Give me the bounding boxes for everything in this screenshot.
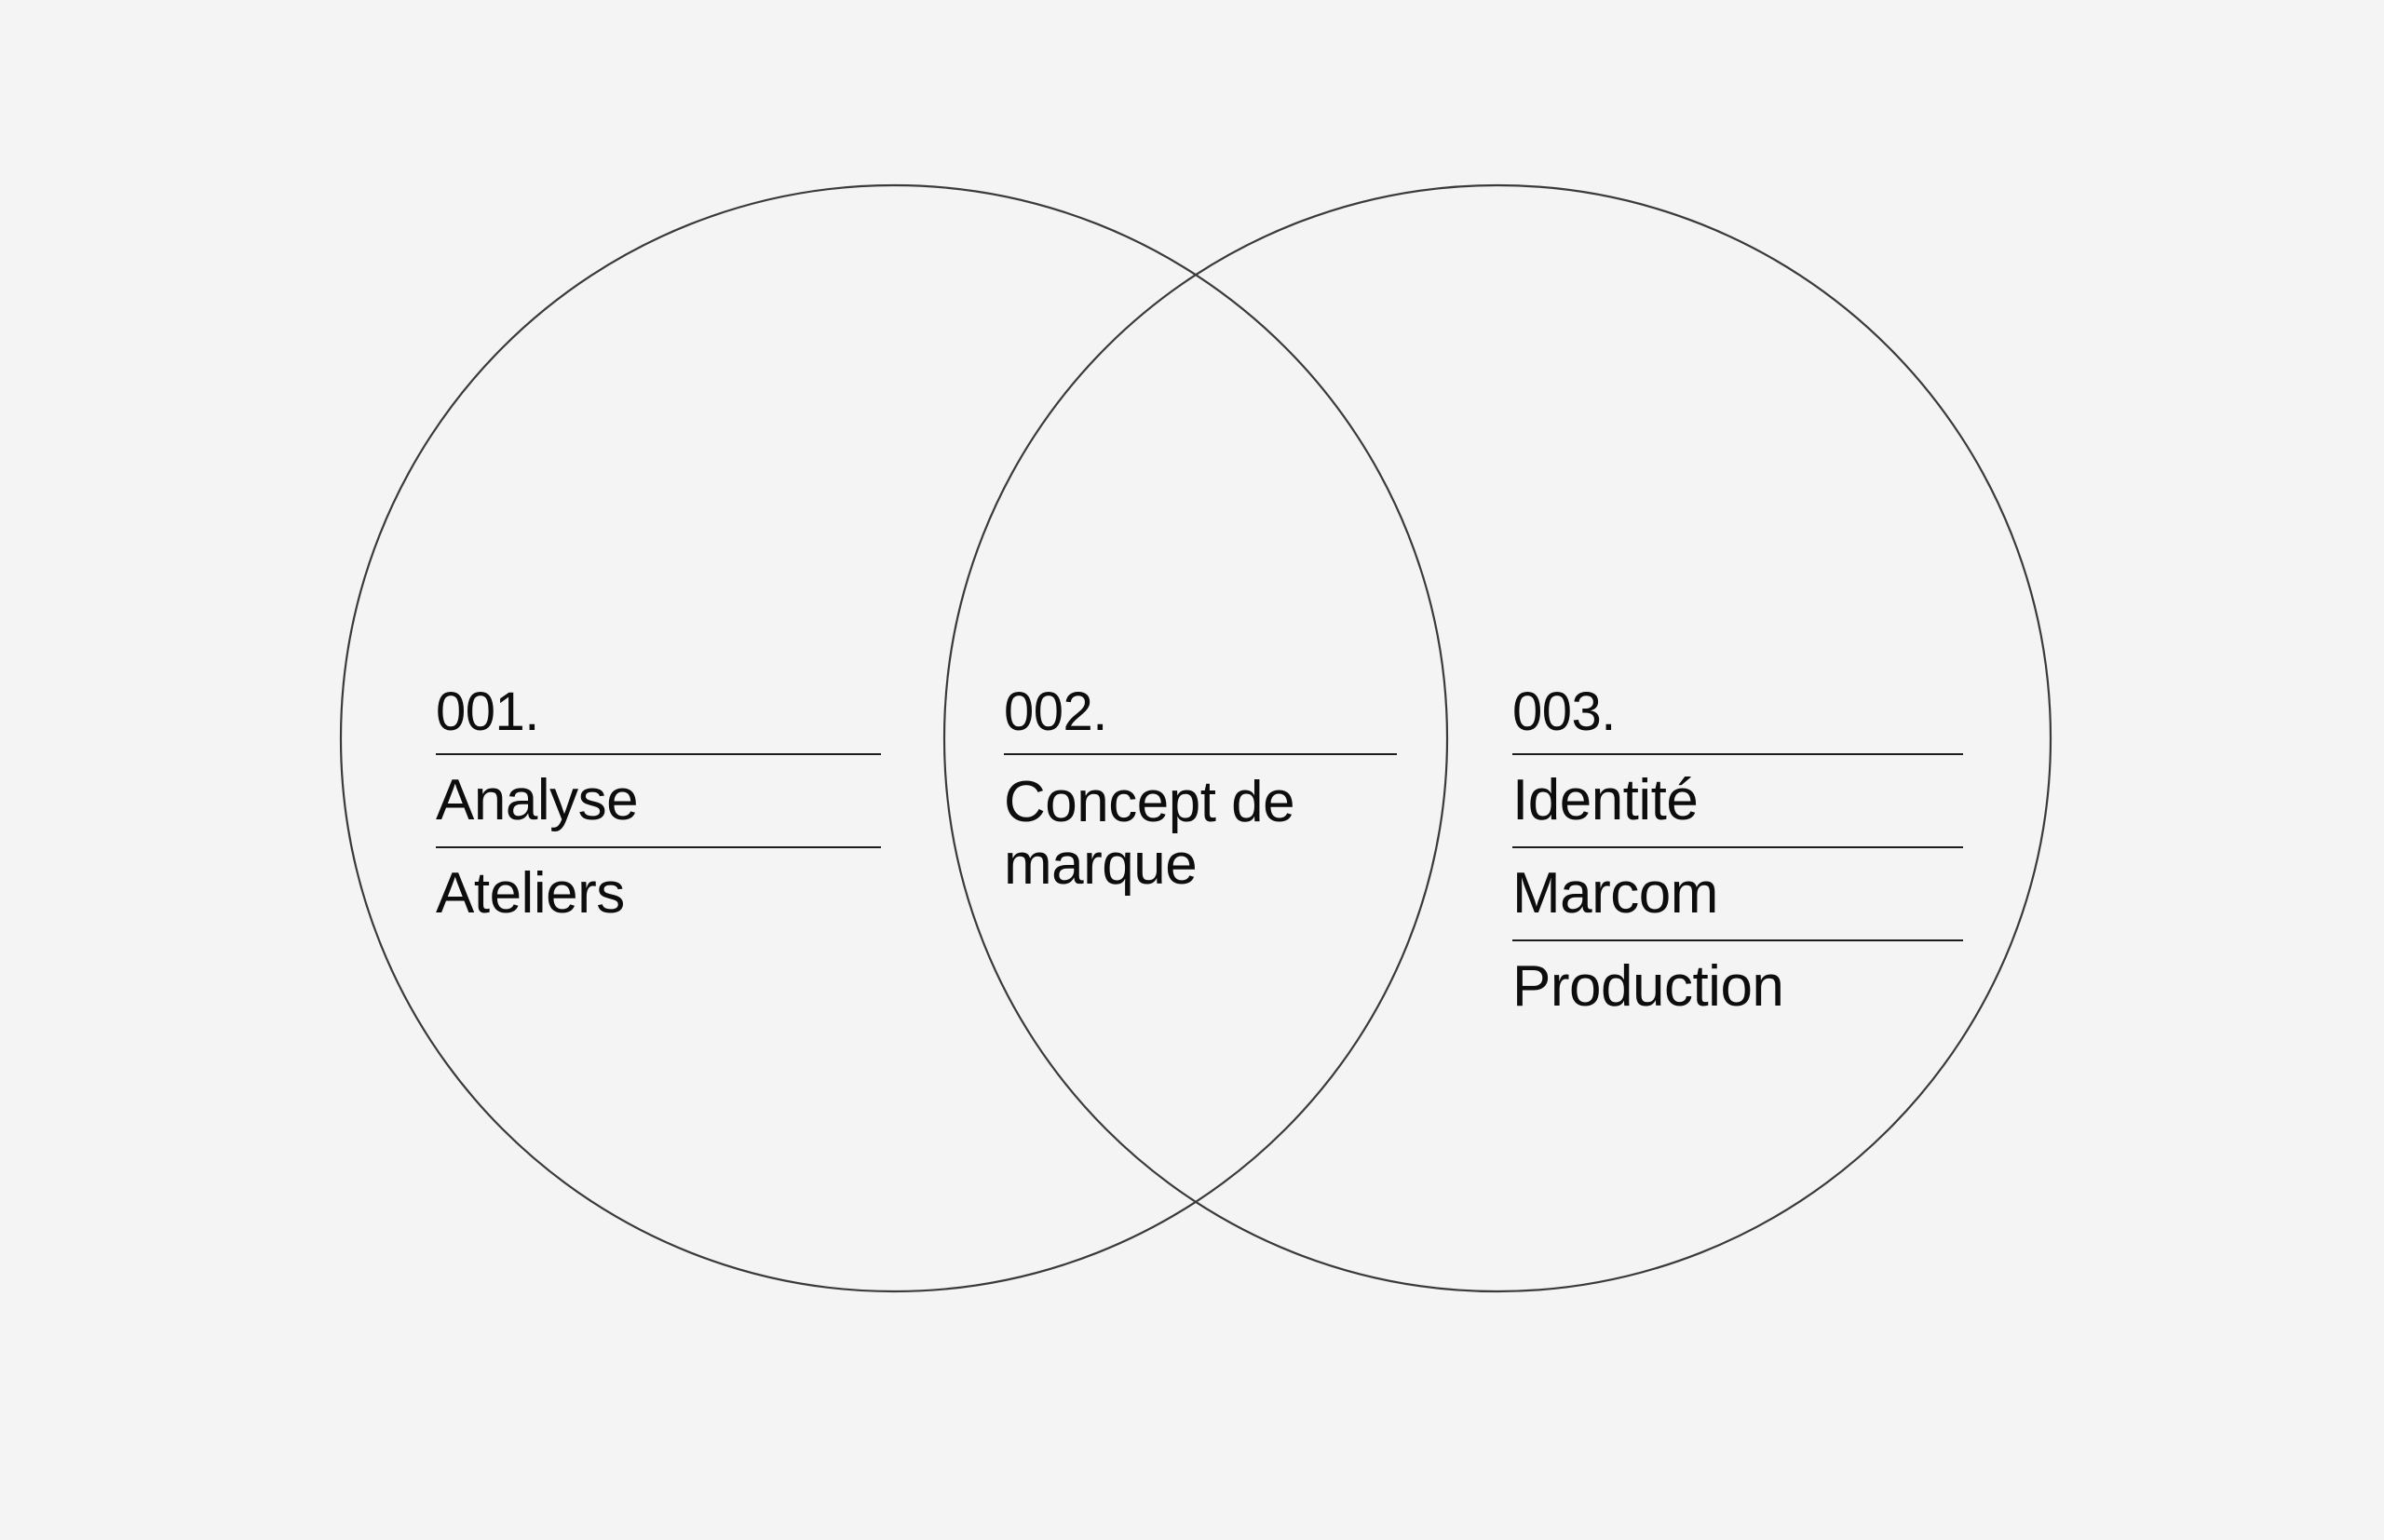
column-1-item-1: Analyse [436,768,639,832]
column-3-number: 003. [1512,682,1616,742]
left-circle [341,185,1447,1291]
venn-column-identite: 003. Identité Marcom Production [1512,685,1965,1033]
right-circle [944,185,2051,1291]
column-3-item-2: Marcom [1512,861,1718,925]
venn-column-concept-de-marque: 002. Concept de marque [1004,685,1399,897]
column-2-item-1: Concept de marque [1004,770,1295,897]
column-1-rule-2 [436,846,881,848]
column-3-rule-3 [1512,939,1963,941]
column-3-rule-1 [1512,753,1963,755]
column-3-item-1: Identité [1512,768,1699,832]
column-2-rule-1 [1004,753,1397,755]
column-1-rule-1 [436,753,881,755]
column-1-item-2: Ateliers [436,861,625,925]
column-3-rule-2 [1512,846,1963,848]
column-2-number: 002. [1004,682,1107,742]
venn-column-analyse: 001. Analyse Ateliers [436,685,883,939]
column-1-number: 001. [436,682,539,742]
column-3-item-3: Production [1512,954,1784,1019]
